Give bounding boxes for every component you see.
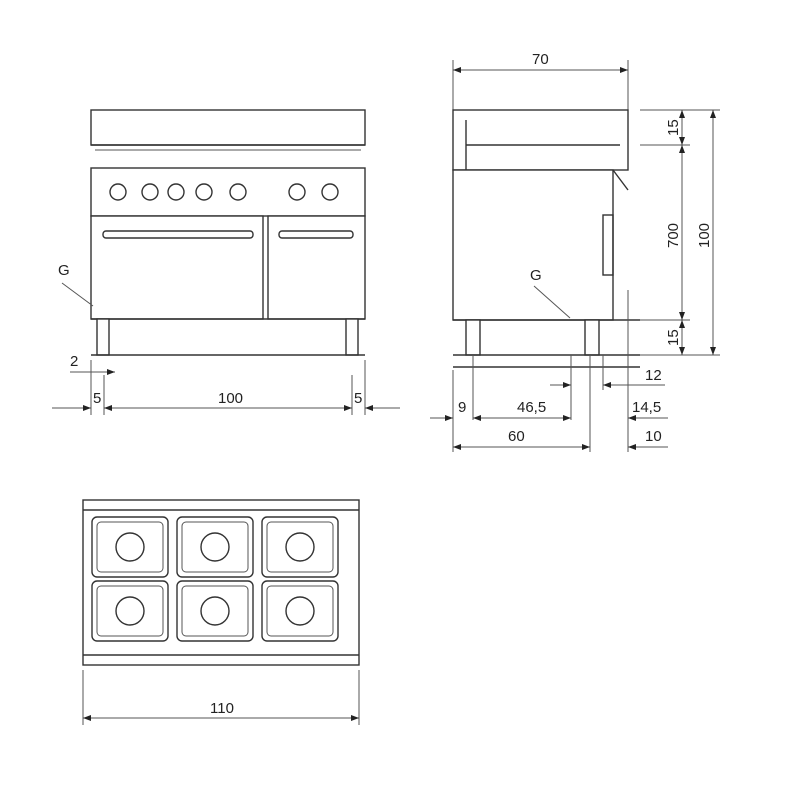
side-oven-door: [267, 215, 366, 320]
knob-icon: [229, 183, 247, 201]
burner-icon: [115, 532, 145, 562]
knob-icon: [321, 183, 339, 201]
burner: [91, 516, 169, 578]
dim-right-offset: 5: [354, 390, 362, 407]
side-oven-handle: [278, 230, 354, 239]
dim-foot-height: 2: [70, 353, 78, 370]
front-gas-label: G: [58, 262, 70, 279]
knob-icon: [109, 183, 127, 201]
knobs: [109, 183, 339, 201]
knob-icon: [167, 183, 185, 201]
dim-leg-set: 12: [645, 367, 662, 384]
burner-icon: [285, 596, 315, 626]
dim-front-offset: 14,5: [632, 399, 661, 416]
dim-total-height: 100: [696, 223, 713, 248]
main-oven-handle: [102, 230, 254, 239]
top-view: 110: [82, 499, 360, 725]
knob-icon: [141, 183, 159, 201]
dim-top-width: 110: [210, 700, 234, 717]
left-leg: [96, 318, 110, 356]
side-gas-label: G: [530, 267, 542, 284]
burner-icon: [200, 596, 230, 626]
burner: [176, 580, 254, 642]
knob-icon: [288, 183, 306, 201]
burner: [91, 580, 169, 642]
dim-rear-offset: 9: [458, 399, 466, 416]
knob-icon: [195, 183, 213, 201]
side-view: 70 G 15 700 15 100 12: [430, 51, 720, 452]
burner-icon: [200, 532, 230, 562]
burner: [176, 516, 254, 578]
dim-leg-span: 46,5: [517, 399, 546, 416]
burner-grid: [91, 516, 339, 642]
right-leg: [345, 318, 359, 356]
burner-icon: [115, 596, 145, 626]
burner-icon: [285, 532, 315, 562]
dim-front-width: 100: [218, 390, 243, 407]
burner: [261, 516, 339, 578]
dim-top-height: 15: [665, 119, 682, 136]
dim-base-depth: 60: [508, 428, 525, 445]
dim-depth-top: 70: [532, 51, 549, 68]
dim-left-offset: 5: [93, 390, 101, 407]
burner: [261, 580, 339, 642]
control-panel: [90, 167, 366, 217]
main-oven-door: [90, 215, 264, 320]
dim-leg-height: 15: [665, 329, 682, 346]
front-view: G 2 5 100 5: [52, 109, 400, 415]
dim-handle-depth: 10: [645, 428, 662, 445]
dim-body-height: 700: [665, 223, 682, 248]
